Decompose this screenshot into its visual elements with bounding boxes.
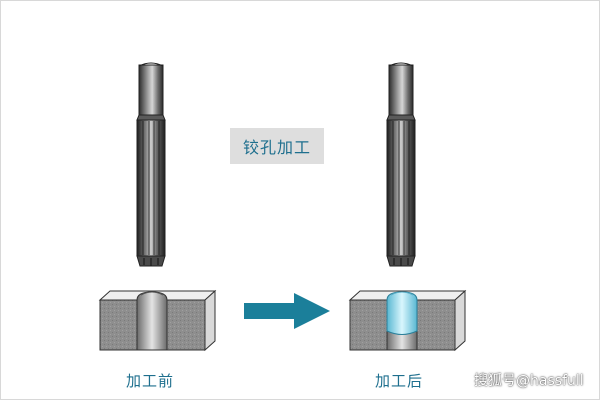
reamer-tool-icon — [386, 62, 416, 267]
arrow-right-icon — [244, 293, 330, 329]
process-title: 铰孔加工 — [230, 128, 324, 164]
after-label: 加工后 — [375, 372, 424, 390]
reamer-tool-icon — [136, 62, 166, 267]
workpiece-block-icon — [98, 289, 217, 352]
workpiece-block-icon — [348, 289, 467, 352]
watermark: 搜狐号@hassfull — [474, 373, 584, 389]
before-label: 加工前 — [126, 372, 175, 390]
